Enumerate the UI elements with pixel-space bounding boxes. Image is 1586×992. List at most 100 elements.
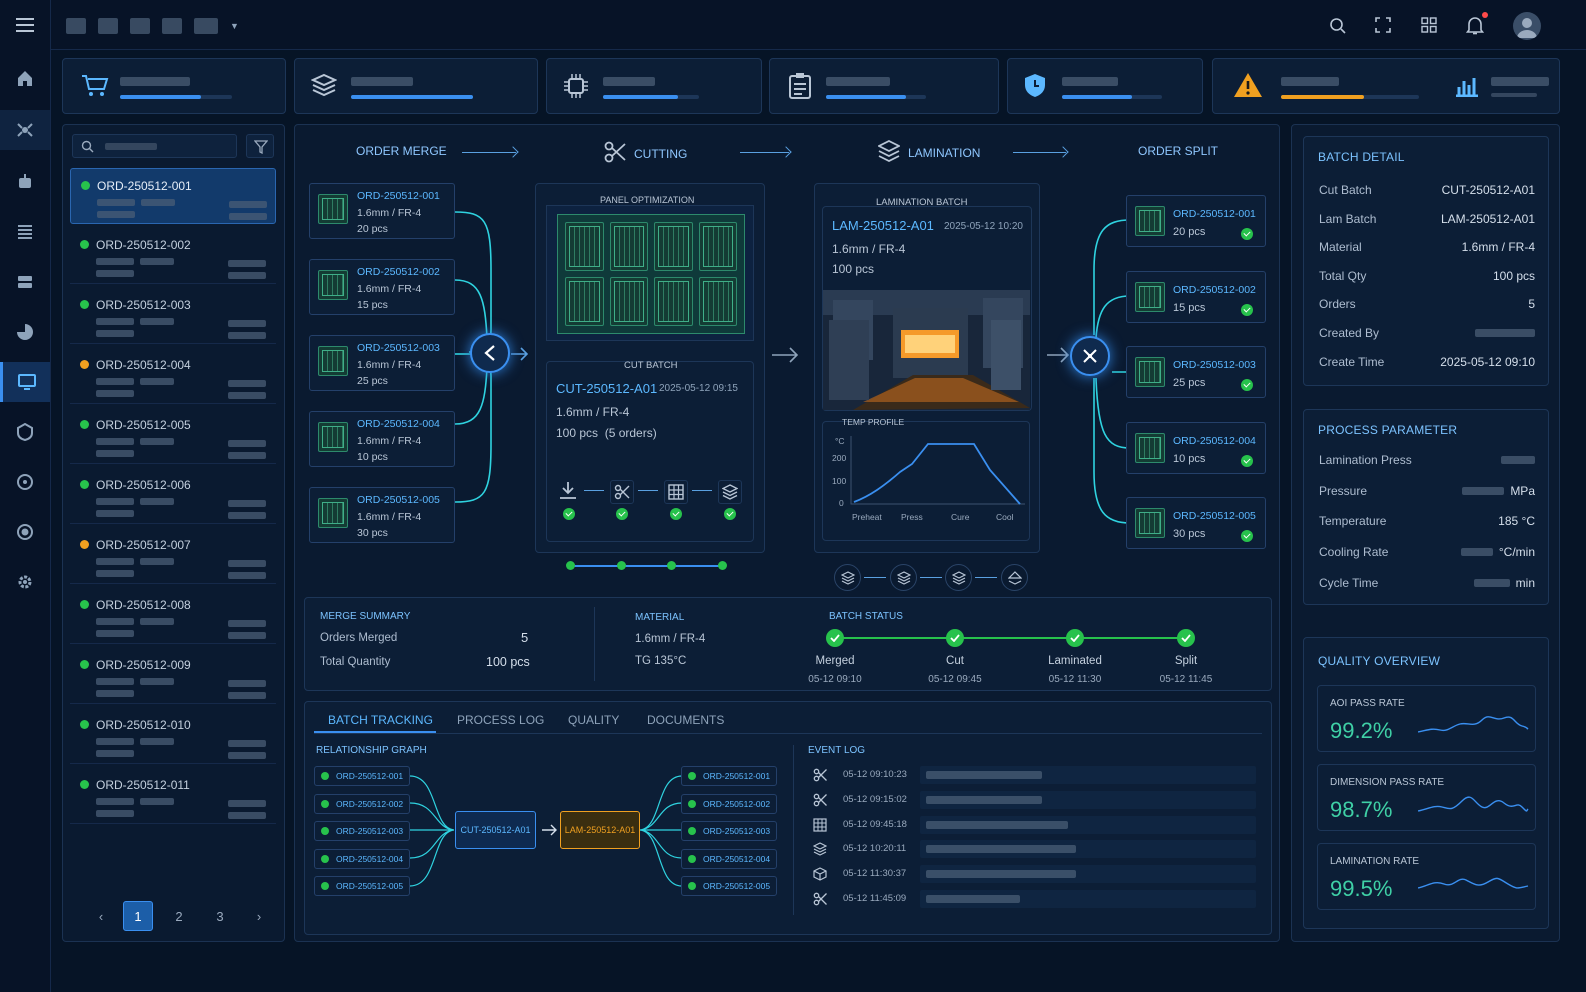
graph-order-node[interactable]: ORD-250512-004 — [314, 848, 410, 869]
nav-target-icon[interactable] — [0, 462, 50, 502]
chevron-down-icon[interactable]: ▼ — [230, 21, 239, 31]
order-list-item[interactable]: ORD-250512-002 — [70, 228, 276, 284]
nav-shield-icon[interactable] — [0, 412, 50, 452]
stat-card-tasks[interactable] — [769, 58, 999, 114]
page-2-button[interactable]: 2 — [175, 908, 183, 924]
nav-home-icon[interactable] — [0, 58, 50, 98]
breadcrumb[interactable]: ▼ — [66, 18, 239, 34]
split-hub-button[interactable] — [1070, 336, 1110, 376]
graph-lam-node[interactable]: LAM-250512-A01 — [560, 811, 640, 849]
event-time: 05-12 11:30:37 — [843, 868, 907, 880]
avatar[interactable] — [1513, 12, 1541, 40]
event-bar — [920, 865, 1256, 884]
event-log-row[interactable]: 05-12 11:30:37 — [810, 864, 1256, 884]
graph-cut-node[interactable]: CUT-250512-A01 — [455, 811, 536, 849]
tab-quality[interactable]: QUALITY — [568, 713, 620, 727]
menu-icon[interactable] — [0, 5, 50, 45]
prev-page-button[interactable]: ‹ — [98, 908, 104, 924]
temp-profile-title: TEMP PROFILE — [842, 417, 905, 427]
order-list-item[interactable]: ORD-250512-005 — [70, 408, 276, 464]
order-list-item[interactable]: ORD-250512-008 — [70, 588, 276, 644]
stat-card-quality[interactable] — [1007, 58, 1203, 114]
order-list-item[interactable]: ORD-250512-010 — [70, 708, 276, 764]
tab-process-log[interactable]: PROCESS LOG — [457, 713, 545, 727]
page-3-button[interactable]: 3 — [216, 908, 224, 924]
graph-order-node[interactable]: ORD-250512-003 — [314, 821, 410, 841]
stat-card-alerts[interactable] — [1212, 58, 1560, 114]
relationship-graph-title: RELATIONSHIP GRAPH — [316, 745, 427, 756]
order-search-input[interactable] — [72, 134, 237, 158]
graph-order-node[interactable]: ORD-250512-002 — [681, 793, 777, 814]
status-step-time: 05-12 09:10 — [808, 674, 862, 685]
order-list-item[interactable]: ORD-250512-006 — [70, 468, 276, 524]
nav-monitor-icon[interactable] — [0, 362, 50, 402]
tab-batch-tracking[interactable]: BATCH TRACKING — [328, 713, 433, 727]
fullscreen-icon[interactable] — [1375, 17, 1391, 38]
nav-list-icon[interactable] — [0, 212, 50, 252]
nav-chart-icon[interactable] — [0, 312, 50, 352]
notification-bell-icon[interactable] — [1465, 12, 1488, 40]
graph-order-node[interactable]: ORD-250512-001 — [681, 766, 777, 786]
detail-value: CUT-250512-A01 — [1441, 183, 1535, 197]
graph-order-node[interactable]: ORD-250512-005 — [681, 876, 777, 896]
nav-settings-icon[interactable] — [0, 562, 50, 602]
order-meta-blurred — [140, 678, 174, 685]
temp-y-tick: 200 — [832, 453, 847, 463]
graph-order-node[interactable]: ORD-250512-002 — [314, 793, 410, 814]
order-list-item[interactable]: ORD-250512-004 — [70, 348, 276, 404]
order-list-item[interactable]: ORD-250512-009 — [70, 648, 276, 704]
nav-record-icon[interactable] — [0, 512, 50, 552]
merge-hub-button[interactable] — [470, 333, 510, 373]
grid-icon — [664, 480, 688, 504]
tab-documents[interactable]: DOCUMENTS — [647, 713, 725, 727]
detail-value: 2025-05-12 09:10 — [1440, 354, 1535, 369]
nav-network-icon[interactable] — [0, 110, 50, 150]
pcb-thumbnail — [1135, 206, 1165, 236]
stat-card-chips[interactable] — [546, 58, 762, 114]
stat-card-layers[interactable] — [294, 58, 538, 114]
event-log-row[interactable]: 05-12 10:20:11 — [810, 839, 1256, 859]
order-list-item[interactable]: ORD-250512-007 — [70, 528, 276, 584]
search-icon[interactable] — [1329, 17, 1347, 40]
left-nav — [0, 0, 51, 992]
graph-order-node[interactable]: ORD-250512-003 — [681, 821, 777, 841]
breadcrumb-blurred — [130, 18, 150, 34]
nav-storage-icon[interactable] — [0, 262, 50, 302]
order-list-item[interactable]: ORD-250512-011 — [70, 768, 276, 824]
order-list-item[interactable]: ORD-250512-003 — [70, 288, 276, 344]
graph-order-node[interactable]: ORD-250512-004 — [681, 848, 777, 869]
event-log-row[interactable]: 05-12 09:15:02 — [810, 790, 1256, 810]
graph-order-node[interactable]: ORD-250512-005 — [314, 876, 410, 896]
status-dot — [80, 660, 89, 669]
graph-order-node[interactable]: ORD-250512-001 — [314, 766, 410, 786]
event-log-row[interactable]: 05-12 09:45:18 — [810, 815, 1256, 835]
filter-button[interactable] — [246, 134, 274, 158]
status-dot — [80, 420, 89, 429]
stat-card-orders[interactable] — [62, 58, 286, 114]
order-list-item[interactable]: ORD-250512-001 — [70, 168, 276, 224]
pcb-thumbnail — [318, 422, 348, 452]
next-page-button[interactable]: › — [256, 908, 262, 924]
sparkline — [1417, 710, 1532, 745]
event-log-row[interactable]: 05-12 09:10:23 — [810, 765, 1256, 785]
nav-robot-icon[interactable] — [0, 162, 50, 202]
page-1-button[interactable]: 1 — [123, 901, 153, 931]
apps-grid-icon[interactable] — [1421, 17, 1437, 38]
event-log-row[interactable]: 05-12 11:45:09 — [810, 889, 1256, 909]
cut-batch-card[interactable] — [546, 361, 754, 542]
